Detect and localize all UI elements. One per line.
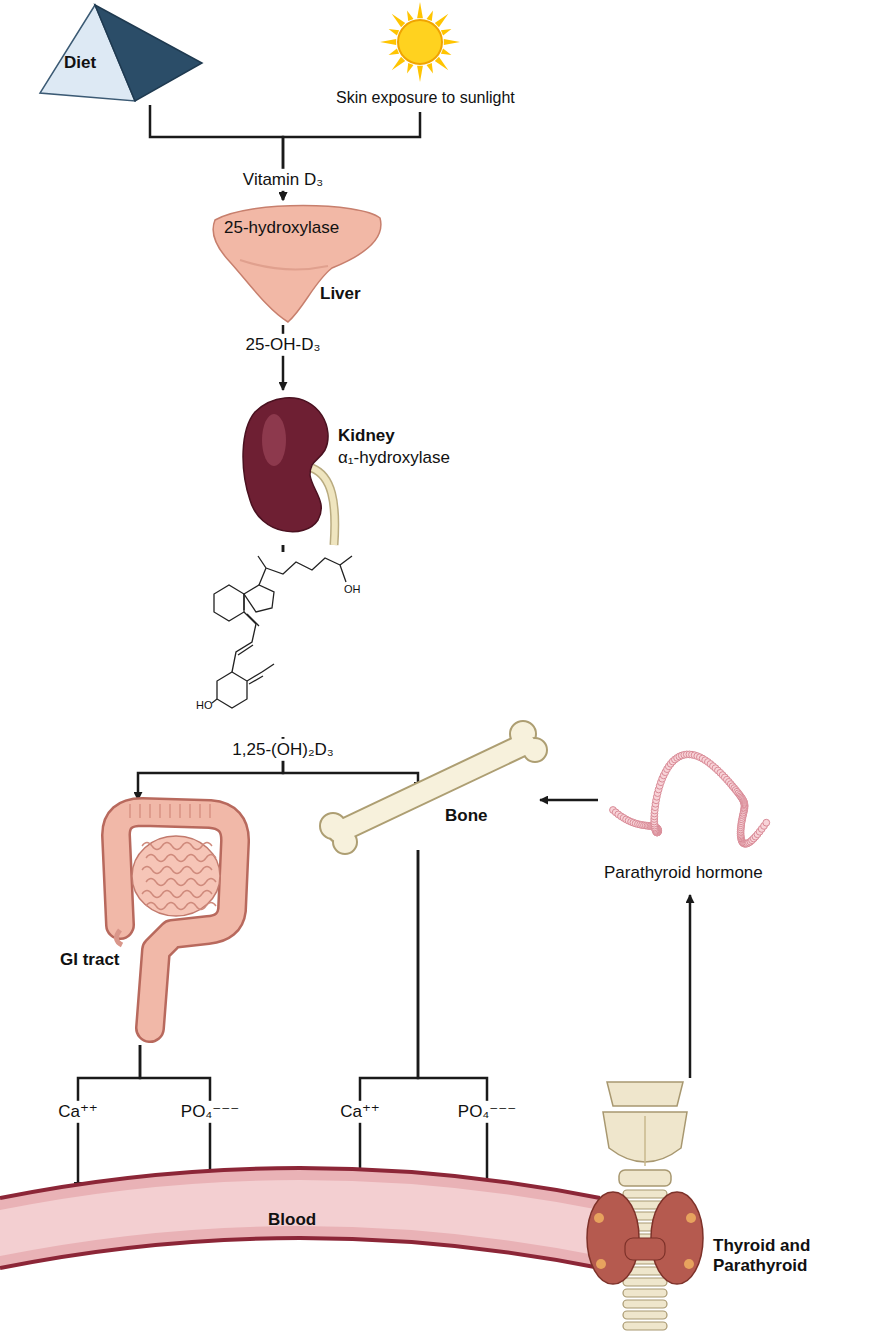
atom-label: HO bbox=[196, 700, 213, 711]
arrow-connector bbox=[418, 850, 487, 1190]
blood-label: Blood bbox=[268, 1210, 316, 1230]
gi-tract-organ-shape bbox=[60, 800, 245, 1045]
organ-label: Liver bbox=[320, 284, 361, 304]
edge-label: PO₄⁻⁻⁻ bbox=[178, 1101, 242, 1123]
liver-organ: 25-hydroxylaseLiver bbox=[210, 200, 385, 325]
edge-label: Vitamin D₃ bbox=[240, 169, 326, 191]
diet-pyramid: Diet bbox=[40, 5, 205, 105]
edge-label: 1,25-(OH)₂D₃ bbox=[229, 739, 336, 761]
blood-vessel-band-shape bbox=[0, 1165, 600, 1295]
arrow-connector bbox=[540, 799, 598, 802]
organ-label: Bone bbox=[445, 806, 488, 826]
organ-label: Kidney bbox=[338, 426, 395, 446]
edge-label: PO₄⁻⁻⁻ bbox=[455, 1101, 519, 1123]
hormone-chain: Parathyroid hormone bbox=[598, 745, 798, 895]
enzyme-label: 25-hydroxylase bbox=[224, 218, 339, 238]
edge-label: 25-OH-D₃ bbox=[243, 334, 324, 356]
blood-vessel-band: Blood bbox=[0, 1190, 600, 1280]
edge-label: Ca⁺⁺ bbox=[337, 1101, 383, 1123]
bone-figure: Bone bbox=[325, 790, 540, 850]
arrow-connector bbox=[360, 850, 418, 1190]
atom-label: OH bbox=[344, 584, 361, 595]
gi-tract-organ: GI tract bbox=[60, 800, 245, 1045]
edge-label: Ca⁺⁺ bbox=[55, 1101, 101, 1123]
thyroid-gland: Thyroid and Parathyroid bbox=[585, 1078, 875, 1331]
enzyme-label: α₁-hydroxylase bbox=[338, 448, 450, 468]
hormone-chain-shape bbox=[598, 745, 798, 855]
sunlight-source: Skin exposure to sunlight bbox=[330, 0, 545, 112]
sunlight-source-shape bbox=[330, 0, 545, 90]
bone-figure-shape bbox=[325, 710, 550, 860]
gland-label: Thyroid and Parathyroid bbox=[713, 1236, 833, 1277]
molecule-bonds bbox=[212, 556, 352, 708]
organ-label: GI tract bbox=[60, 950, 120, 970]
kidney-organ-shape bbox=[240, 390, 465, 545]
thyroid-gland-shape bbox=[585, 1078, 710, 1331]
hormone-label: Parathyroid hormone bbox=[604, 863, 763, 883]
kidney-organ: Kidneyα₁-hydroxylase bbox=[240, 390, 465, 545]
sunlight-label: Skin exposure to sunlight bbox=[336, 88, 515, 107]
arrow-connector bbox=[689, 895, 692, 1078]
molecule-ground bbox=[190, 552, 375, 737]
diet-label: Diet bbox=[64, 53, 96, 73]
